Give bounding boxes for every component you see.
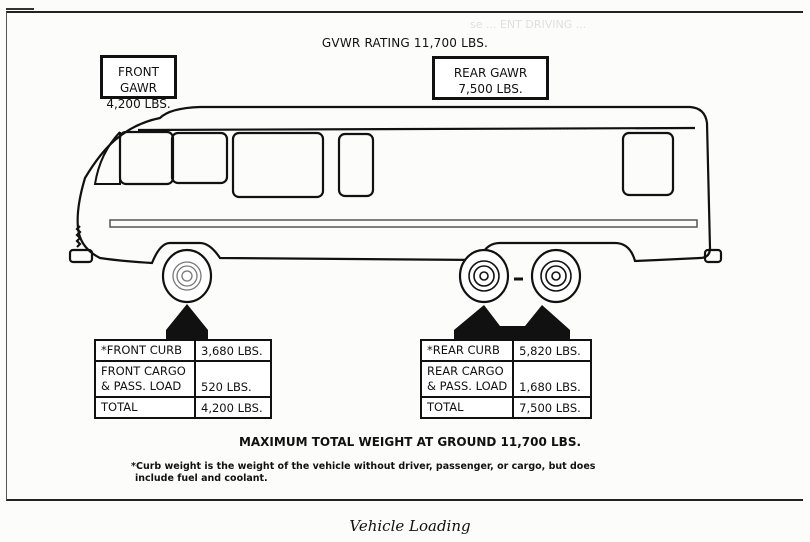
front-curb-label: *FRONT CURB [94,339,196,362]
footnote-line1: *Curb weight is the weight of the vehicl… [131,461,596,472]
table-row: *FRONT CURB 3,680 LBS. [94,339,272,362]
rear-total-value: 7,500 LBS. [512,396,593,419]
bleed-through-text: se ... ENT DRIVING ... [470,18,587,31]
table-row: REAR CARGO & PASS. LOAD 1,680 LBS. [419,360,593,398]
rear-gawr-box: REAR GAWR 7,500 LBS. [432,56,549,100]
rear-cargo-label-line2: & PASS. LOAD [427,379,508,393]
load-pedestals [166,304,570,341]
front-cargo-label-line2: & PASS. LOAD [101,379,182,393]
rear-curb-value: 5,820 LBS. [512,339,593,362]
front-gawr-value: 4,200 LBS. [106,97,171,111]
front-cargo-label-line1: FRONT CARGO [101,364,186,378]
front-curb-value: 3,680 LBS. [194,339,272,362]
rear-total-label: TOTAL [419,396,515,419]
rear-cargo-value: 1,680 LBS. [512,360,593,398]
curb-weight-footnote: *Curb weight is the weight of the vehicl… [131,461,595,485]
front-weight-table: *FRONT CURB 3,680 LBS. FRONT CARGO & PAS… [94,339,272,419]
rear-curb-label: *REAR CURB [419,339,515,362]
front-total-label: TOTAL [94,396,196,419]
front-gawr-box: FRONT GAWR 4,200 LBS. [100,55,177,111]
figure-caption: Vehicle Loading [349,517,471,535]
corner-mark [6,8,34,10]
table-row: FRONT CARGO & PASS. LOAD 520 LBS. [94,360,272,398]
front-wheel [161,248,213,304]
motorhome-illustration [68,105,723,341]
table-row: TOTAL 4,200 LBS. [94,396,272,419]
diagram-frame [6,11,803,501]
rear-gawr-value: 7,500 LBS. [458,82,523,96]
rear-gawr-label: REAR GAWR [453,66,528,80]
bleed-through-text: ................... [520,120,587,133]
table-row: TOTAL 7,500 LBS. [419,396,593,419]
rear-cargo-label: REAR CARGO & PASS. LOAD [419,360,515,398]
front-total-value: 4,200 LBS. [194,396,272,419]
rear-weight-table: *REAR CURB 5,820 LBS. REAR CARGO & PASS.… [419,339,593,419]
front-cargo-value: 520 LBS. [194,360,272,398]
gvwr-rating: GVWR RATING 11,700 LBS. [321,36,489,50]
rear-wheels [458,248,582,304]
table-row: *REAR CURB 5,820 LBS. [419,339,593,362]
rear-cargo-label-line1: REAR CARGO [427,364,504,378]
front-gawr-label: FRONT GAWR [118,65,159,95]
front-cargo-label: FRONT CARGO & PASS. LOAD [94,360,196,398]
max-total-weight: MAXIMUM TOTAL WEIGHT AT GROUND 11,700 LB… [238,435,582,449]
footnote-line2: include fuel and coolant. [135,473,268,484]
